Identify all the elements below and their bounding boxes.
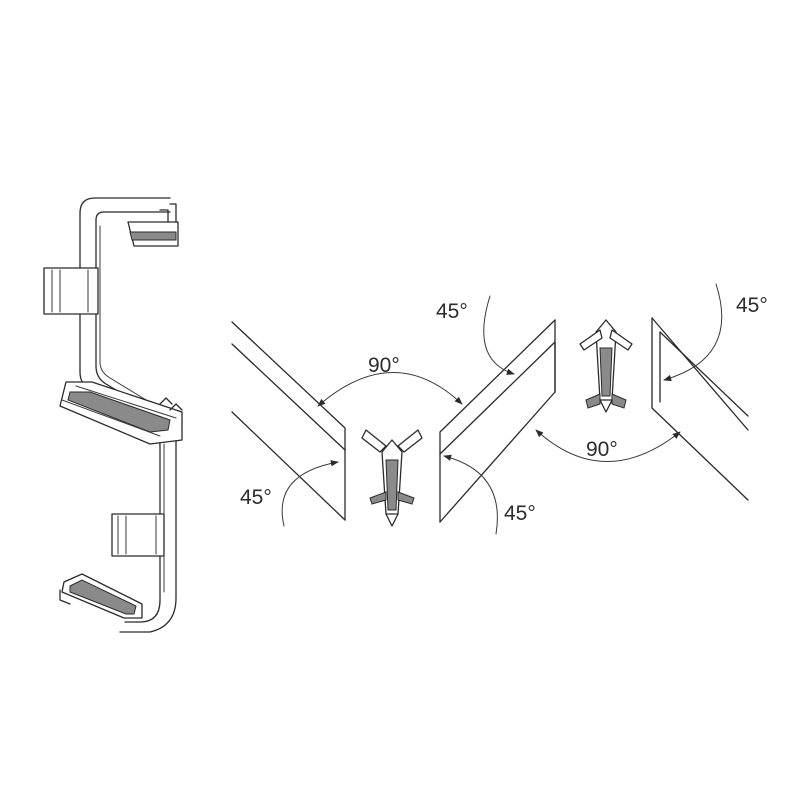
- angle-label-45-bottom-left: 45°: [240, 486, 272, 509]
- angle-arcs: [281, 283, 723, 535]
- angle-label-45-upper-left: 45°: [436, 300, 468, 323]
- angle-label-90-left: 90°: [368, 354, 400, 377]
- right-corner-joint-drawing: [651, 317, 749, 501]
- connector-profile-drawing: [43, 197, 183, 633]
- corner-connector-piece-upper: [579, 319, 633, 413]
- angle-label-90-right: 90°: [586, 438, 618, 461]
- left-corner-joint-drawing: [231, 319, 556, 523]
- corner-connector-piece-lower: [361, 429, 423, 527]
- angle-label-45-bottom-right: 45°: [504, 502, 536, 525]
- angle-label-45-upper-right: 45°: [736, 294, 768, 317]
